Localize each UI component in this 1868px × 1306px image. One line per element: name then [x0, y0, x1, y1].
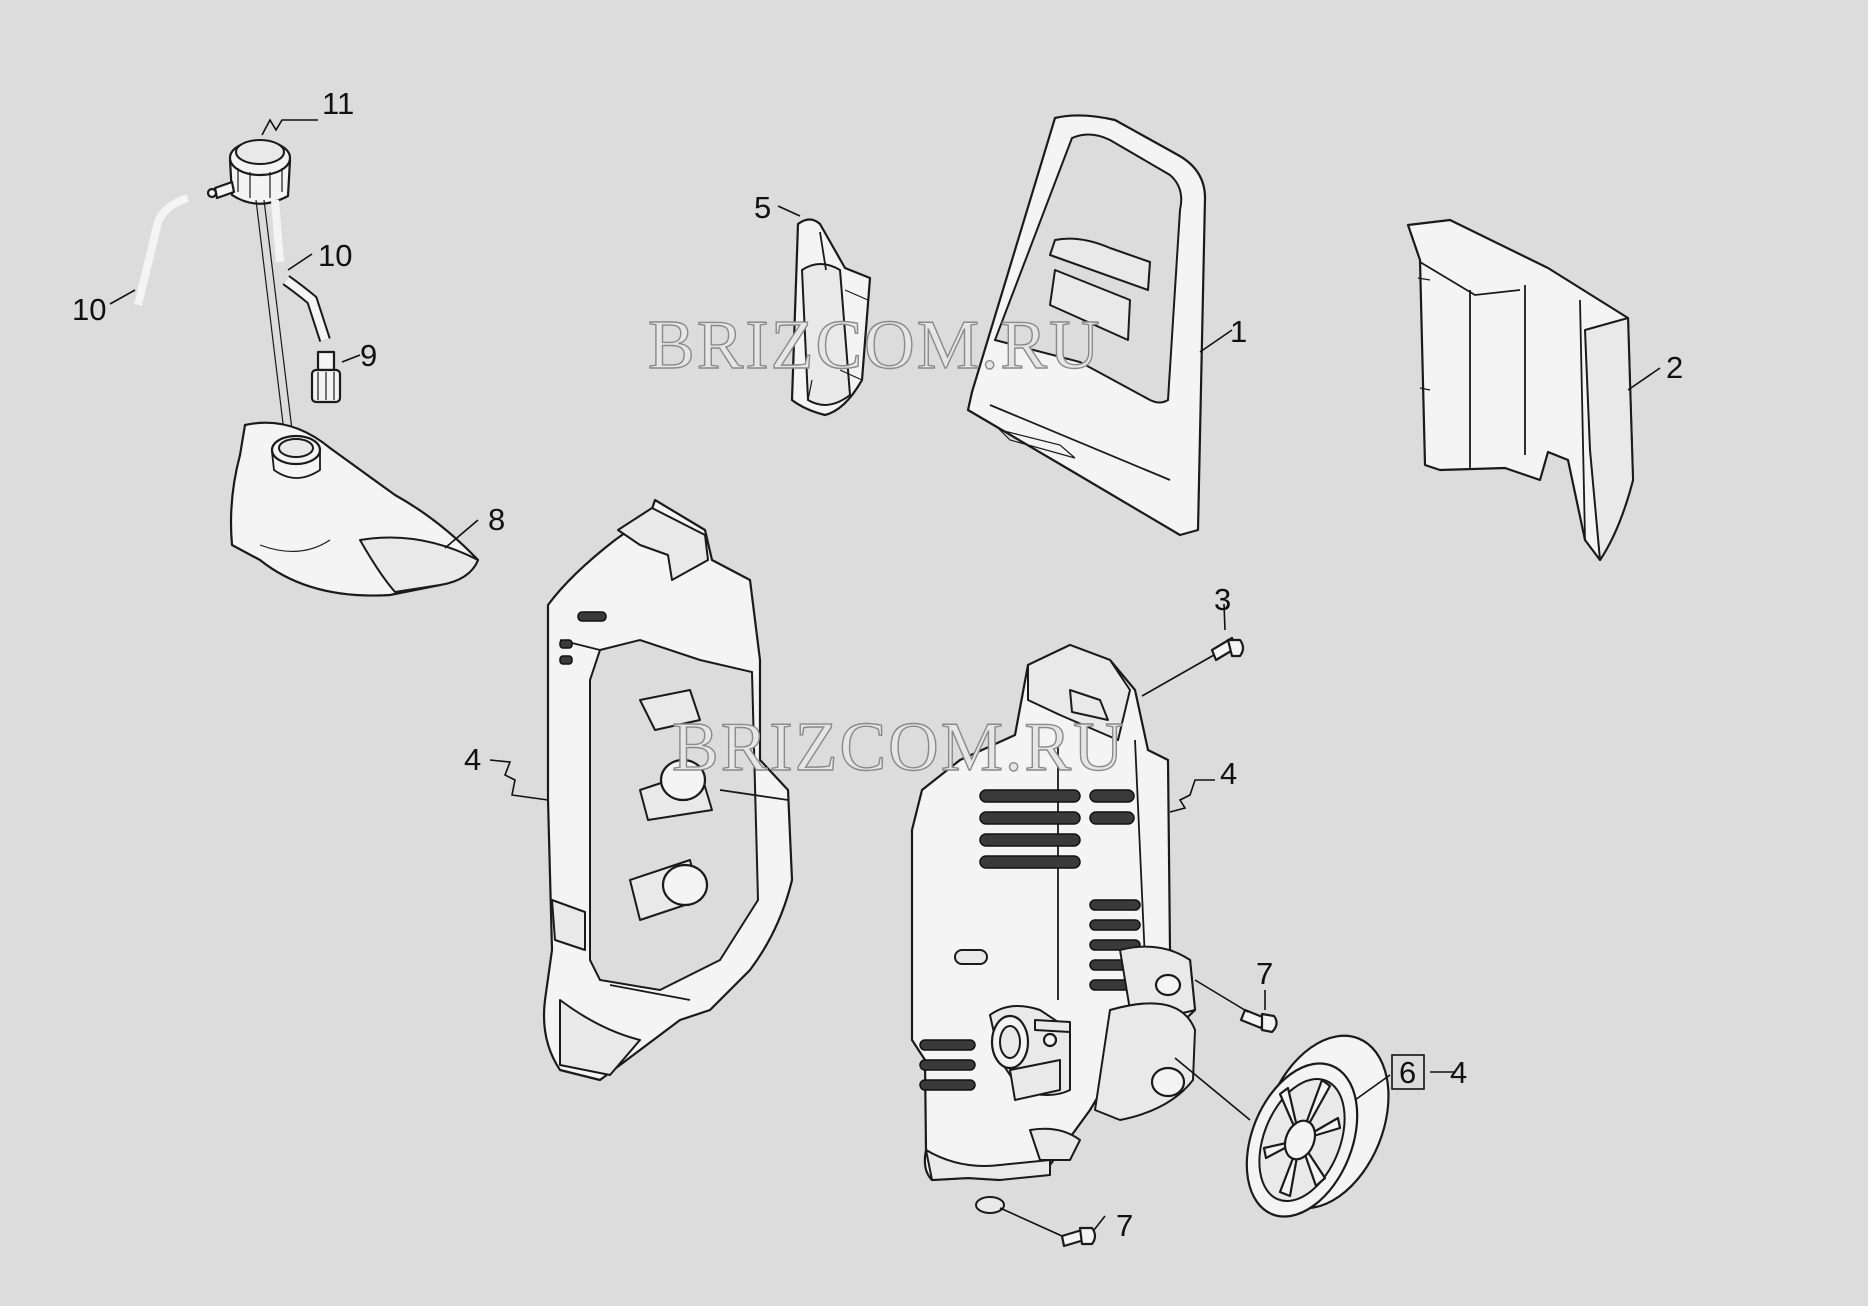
part-8-detergent-tank — [229, 421, 480, 597]
part-6-wheel — [1245, 1034, 1390, 1218]
part-4-left-housing — [542, 498, 794, 1082]
part-9-filter — [310, 350, 342, 404]
callout-4-left: 4 — [464, 742, 481, 777]
callout-10-left: 10 — [72, 292, 106, 327]
leader-lines — [109, 118, 1661, 1237]
callout-6: 6 — [1399, 1055, 1416, 1090]
watermark-top: BRIZCOM.RU — [648, 307, 1102, 384]
part-7-screw-upper — [1239, 1008, 1278, 1034]
part-7-screw-lower — [1060, 1226, 1097, 1248]
part-1-handle-frame — [966, 114, 1207, 537]
callout-1: 1 — [1230, 314, 1247, 349]
front-housing-vents — [919, 789, 1141, 1091]
callout-8: 8 — [488, 502, 505, 537]
part-4-front-housing — [910, 643, 1197, 1214]
callout-10-right: 10 — [318, 238, 352, 273]
callout-3: 3 — [1214, 582, 1231, 617]
part-2-rear-panel — [1406, 218, 1635, 562]
callout-2: 2 — [1666, 350, 1683, 385]
callout-11: 11 — [322, 86, 354, 121]
callout-7-upper: 7 — [1256, 956, 1273, 991]
part-10-hoses — [134, 194, 331, 441]
callout-4-wheel: 4 — [1450, 1055, 1467, 1090]
watermark-middle: BRIZCOM.RU — [672, 709, 1126, 786]
part-5-gun-holder — [790, 218, 872, 417]
callout-9: 9 — [360, 338, 377, 373]
callout-7-lower: 7 — [1116, 1208, 1133, 1243]
left-housing-vents — [559, 611, 607, 665]
part-3-screw — [1210, 636, 1245, 662]
callout-5: 5 — [754, 190, 771, 225]
part-11-tank-cap — [206, 139, 292, 205]
callout-4-right: 4 — [1220, 756, 1237, 791]
